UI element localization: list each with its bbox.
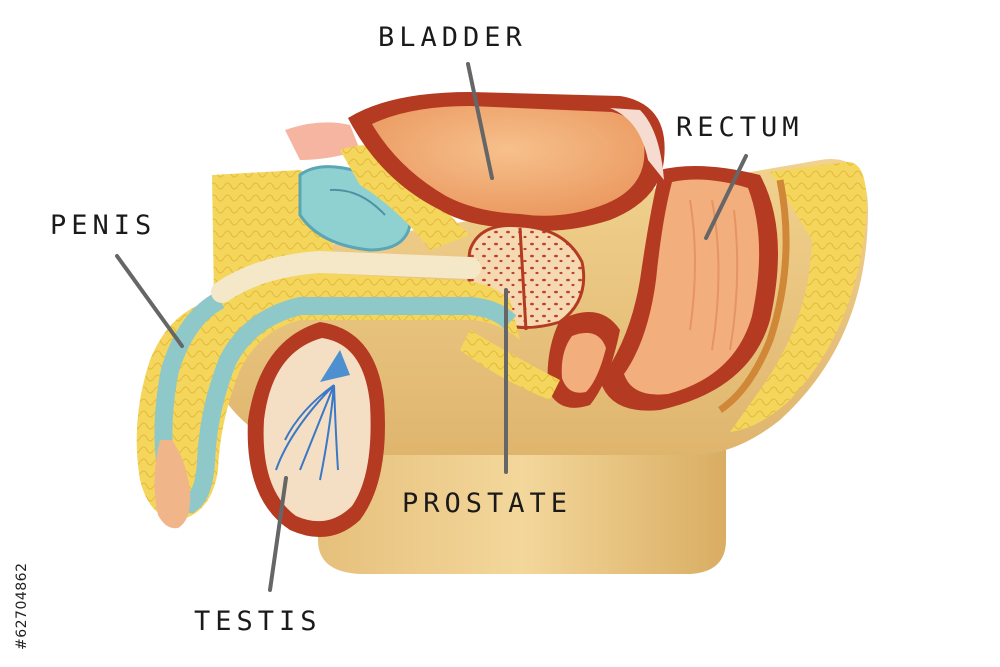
leader-line-penis: [115, 254, 184, 348]
label-penis: PENIS: [50, 210, 157, 241]
perineum-tissue: [460, 312, 620, 408]
leader-line-testis: [268, 476, 288, 592]
stock-image-id: #62704862: [14, 562, 30, 651]
label-rectum: RECTUM: [676, 112, 804, 143]
label-bladder: BLADDER: [378, 22, 527, 53]
rectum-organ: [600, 166, 778, 411]
leader-line-rectum: [704, 154, 748, 240]
bladder-organ: [348, 92, 665, 231]
pelvic-tissue: [212, 122, 470, 300]
penis-organ: [136, 250, 520, 529]
leader-lines: [115, 62, 748, 592]
label-testis: TESTIS: [194, 606, 322, 637]
back-fat-layer: [717, 161, 867, 432]
leader-line-bladder: [466, 62, 494, 180]
testis-organ: [247, 322, 385, 538]
label-prostate: PROSTATE: [402, 488, 573, 519]
